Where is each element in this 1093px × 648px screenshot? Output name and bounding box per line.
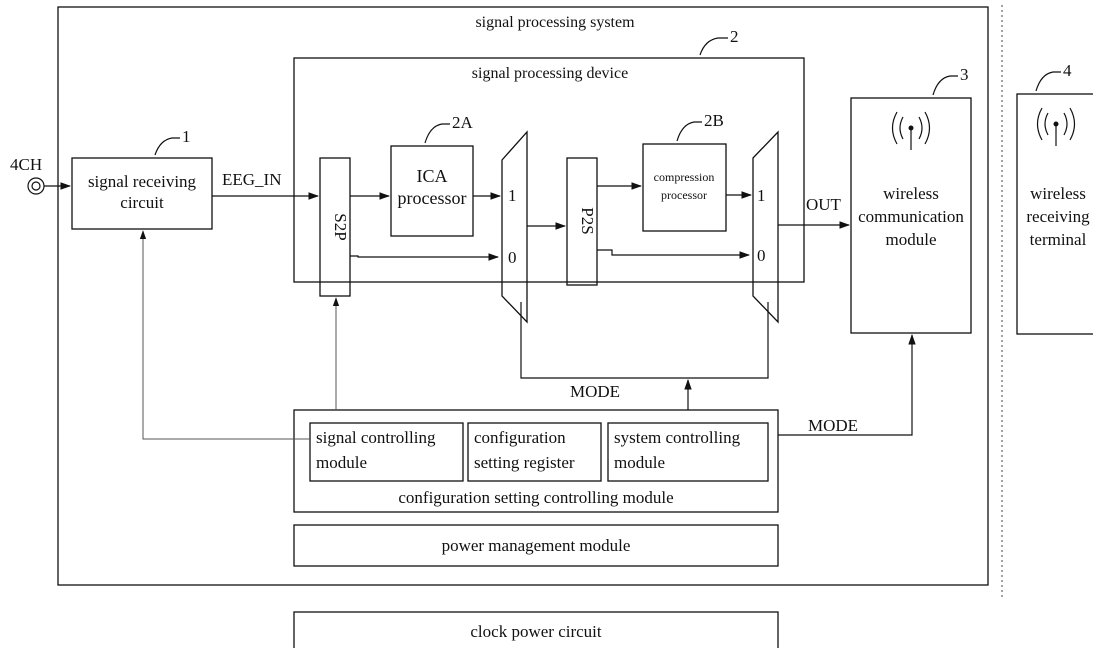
- power-management-module-box: [293, 524, 779, 567]
- compression-line2: processor: [661, 188, 707, 202]
- s2p-label: S2P: [331, 213, 350, 240]
- input-label: 4CH: [10, 155, 42, 174]
- wireless-module-line3: module: [886, 230, 937, 249]
- antenna-icon: [891, 111, 931, 150]
- clock-label: clock power circuit: [470, 622, 601, 641]
- receiver-line1: signal receiving: [88, 172, 197, 191]
- device-ref: 2: [730, 27, 739, 46]
- ica-ref: 2A: [452, 113, 474, 132]
- mode-to-wireless-arrow: [778, 333, 916, 436]
- terminal-line1: wireless: [1030, 184, 1086, 203]
- out-label: OUT: [806, 195, 842, 214]
- input-connector-inner: [31, 181, 41, 191]
- system-ctrl-line1: system controlling: [614, 428, 741, 447]
- receiver-ref: 1: [182, 127, 191, 146]
- clock-power-circuit-box: [293, 611, 779, 648]
- wireless-module-ref-leader: [932, 75, 958, 96]
- s2p-bypass-arrow: [350, 253, 500, 261]
- configuration-title: configuration setting controlling module: [398, 488, 673, 507]
- input-connector-outer: [27, 177, 45, 195]
- signal-processing-device-box: [293, 57, 805, 283]
- mode-bus-line: [520, 302, 769, 379]
- terminal-antenna-icon: [1036, 107, 1076, 146]
- ica-line1: ICA: [417, 166, 448, 186]
- signal-ctrl-line2: module: [316, 453, 367, 472]
- wireless-communication-module-box: [850, 97, 972, 334]
- mux1-in1: 1: [508, 186, 517, 205]
- terminal-line2: receiving: [1026, 207, 1090, 226]
- compression-processor-box: [642, 143, 727, 232]
- register-line2: setting register: [474, 453, 575, 472]
- terminal-ref: 4: [1063, 61, 1072, 80]
- device-ref-leader: [699, 37, 728, 56]
- mode-external-label: MODE: [808, 416, 858, 435]
- ica-line2: processor: [398, 188, 467, 208]
- compression-ref-leader: [676, 121, 702, 142]
- configuration-setting-register-box: [467, 422, 602, 482]
- power-label: power management module: [442, 536, 631, 555]
- terminal-line3: terminal: [1030, 230, 1087, 249]
- s2p-box: [319, 157, 351, 297]
- receiver-ref-leader: [154, 137, 180, 156]
- device-title: signal processing device: [472, 65, 628, 82]
- receiver-line2: circuit: [120, 193, 164, 212]
- wireless-module-line1: wireless: [883, 184, 939, 203]
- wireless-receiving-terminal-box: [1016, 93, 1093, 335]
- ica-processor-box: [390, 145, 474, 237]
- signal-controlling-module-box: [309, 422, 464, 482]
- eeg-in-label: EEG_IN: [222, 170, 281, 189]
- register-line1: configuration: [474, 428, 566, 447]
- signal-receiving-circuit-box: [71, 157, 213, 230]
- mux2-in0: 0: [757, 246, 766, 265]
- p2s-bypass-arrow: [597, 249, 751, 259]
- signal-processing-system-box: [57, 6, 989, 586]
- compression-ref: 2B: [704, 111, 724, 130]
- mux2-in1: 1: [757, 186, 766, 205]
- compression-line1: compression: [654, 170, 715, 184]
- mux1-in0: 0: [508, 248, 517, 267]
- mode-internal-label: MODE: [570, 382, 620, 401]
- wireless-module-ref: 3: [960, 65, 969, 84]
- configuration-module-box: [293, 409, 779, 513]
- signal-ctrl-line1: signal controlling: [316, 428, 436, 447]
- terminal-ref-leader: [1035, 71, 1061, 92]
- wireless-module-line2: communication: [858, 207, 964, 226]
- mux2: [752, 130, 779, 324]
- system-controlling-module-box: [607, 422, 769, 482]
- system-title: signal processing system: [475, 14, 635, 31]
- ica-ref-leader: [424, 123, 450, 144]
- mux1: [501, 130, 528, 324]
- p2s-label: P2S: [578, 207, 597, 234]
- p2s-box: [566, 157, 598, 286]
- system-ctrl-line2: module: [614, 453, 665, 472]
- ctrl-to-receiver-arrow: [139, 230, 310, 440]
